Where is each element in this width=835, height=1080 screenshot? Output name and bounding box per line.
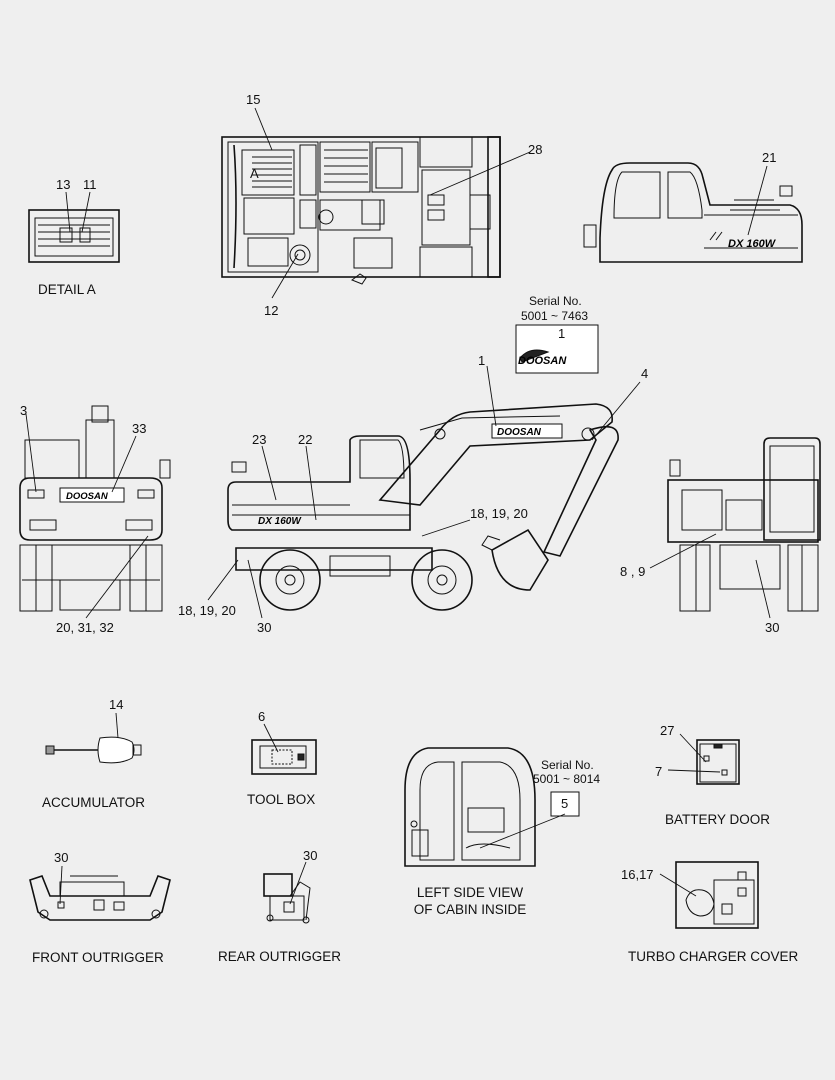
- callout-13: 13: [56, 177, 71, 192]
- caption-cabin-line2: OF CABIN INSIDE: [413, 902, 527, 917]
- callout-18-19-20-upper: 18, 19, 20: [470, 506, 528, 521]
- caption-tool-box: TOOL BOX: [247, 792, 316, 807]
- serial-1-range: 5001 ~ 7463: [521, 309, 589, 323]
- callout-7: 7: [655, 764, 663, 779]
- callout-21: 21: [762, 150, 777, 165]
- callout-1-serial-box: 1: [558, 326, 566, 341]
- callout-12: 12: [264, 303, 279, 318]
- callout-8-9: 8 , 9: [620, 564, 646, 579]
- callout-33: 33: [132, 421, 147, 436]
- side-model-decal: DX 160W: [258, 516, 302, 527]
- accumulator-drawing: [45, 736, 142, 764]
- front-view-drawing: [667, 437, 821, 612]
- callout-18-19-20-lower: 18, 19, 20: [178, 603, 236, 618]
- callout-30-front-outrigger: 30: [54, 850, 69, 865]
- callout-23: 23: [252, 432, 267, 447]
- callout-30-side: 30: [257, 620, 272, 635]
- callout-3: 3: [20, 403, 28, 418]
- callout-5: 5: [561, 796, 569, 811]
- callout-11: 11: [83, 177, 97, 192]
- caption-rear-outrigger: REAR OUTRIGGER: [218, 949, 342, 964]
- leader-lines: [25, 107, 771, 905]
- main-side-view-drawing: [227, 403, 619, 611]
- turbo-cover-drawing: [675, 861, 759, 929]
- battery-door-drawing: [696, 739, 740, 785]
- serial-2-label: Serial No.: [541, 758, 594, 772]
- rear-outrigger-drawing: [263, 873, 311, 924]
- tool-box-drawing: [251, 739, 317, 775]
- callout-28: 28: [528, 142, 543, 157]
- callout-6: 6: [258, 709, 266, 724]
- rear-view-drawing: [19, 405, 171, 612]
- cabin-inside-drawing: [404, 747, 536, 867]
- detail-a-drawing: [28, 209, 120, 263]
- cab-right-side-drawing: [583, 162, 803, 263]
- boom-brand-decal: DOOSAN: [497, 427, 542, 438]
- callout-20-31-32: 20, 31, 32: [56, 620, 114, 635]
- top-view-drawing: [221, 136, 501, 285]
- caption-battery-door: BATTERY DOOR: [665, 812, 771, 827]
- callout-4: 4: [641, 366, 649, 381]
- caption-front-outrigger: FRONT OUTRIGGER: [32, 950, 164, 965]
- cab-right-model-decal: DX 160W: [728, 238, 777, 250]
- callout-27: 27: [660, 723, 675, 738]
- caption-turbo-charger-cover: TURBO CHARGER COVER: [628, 949, 799, 964]
- callout-1-boom: 1: [478, 353, 486, 368]
- callout-15: 15: [246, 92, 261, 107]
- serial-box-1-decal: DOOSAN: [518, 355, 567, 367]
- callout-30-front: 30: [765, 620, 780, 635]
- callout-14: 14: [109, 697, 124, 712]
- callout-22: 22: [298, 432, 313, 447]
- callout-30-rear-outrigger: 30: [303, 848, 318, 863]
- callout-A: A: [250, 166, 259, 181]
- serial-1-label: Serial No.: [529, 294, 582, 308]
- caption-detail-a: DETAIL A: [38, 282, 96, 297]
- caption-accumulator: ACCUMULATOR: [42, 795, 146, 810]
- serial-2-range: 5001 ~ 8014: [533, 772, 601, 786]
- callout-16-17: 16,17: [621, 867, 654, 882]
- front-outrigger-drawing: [29, 875, 171, 921]
- caption-cabin-line1: LEFT SIDE VIEW: [416, 885, 524, 900]
- serial-box-1-frame: [515, 324, 599, 374]
- rear-brand-decal: DOOSAN: [66, 491, 109, 502]
- callout-5-frame: [550, 791, 580, 817]
